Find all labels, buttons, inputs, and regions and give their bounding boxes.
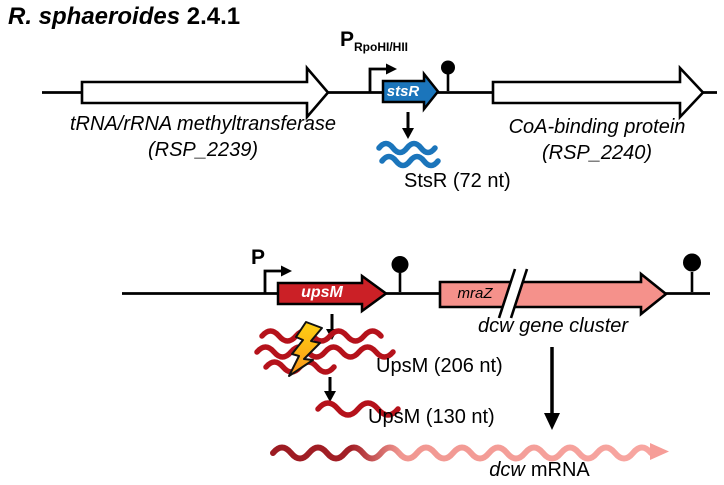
promoter-upsm-label: P [251, 246, 266, 269]
promoter-icon [263, 265, 292, 293]
promoter-subscript: RpoHI/HII [354, 40, 409, 54]
transcription-arrow-icon [402, 112, 414, 139]
figure-title: R. sphaeroides 2.4.1 [8, 3, 240, 31]
organism-name: R. sphaeroides [8, 3, 181, 30]
srna-gene-arrow-stsr [381, 70, 440, 113]
processing-arrow-icon [324, 377, 336, 402]
upsm-processed-transcript-label: UpsM (130 nt) [368, 406, 495, 428]
top-locus-diagram [42, 60, 717, 169]
mraz-gene-name: mraZ [457, 285, 493, 302]
right-gene-label: CoA-binding protein (RSP_2240) [432, 114, 724, 166]
cleavage-lightning-icon [288, 321, 323, 377]
srna-gene-arrow-upsm [276, 273, 389, 314]
dcw-cluster-label: dcw gene cluster [477, 315, 629, 337]
locus-tag: (RSP_2239) [147, 139, 259, 161]
gene-arrow-dcw-cluster [438, 271, 669, 317]
promoter-symbol: P [340, 28, 355, 51]
upsm-processed-wave-icon [315, 400, 401, 418]
stsr-transcript-wave-icon [376, 140, 441, 169]
upsm-transcript-wave-icon [254, 328, 396, 375]
stsr-gene-name: stsR [386, 83, 420, 100]
promoter-rpoh-label: PRpoHI/HII [340, 28, 408, 54]
mrna-synthesis-arrow-icon [544, 347, 560, 430]
upsm-gene-name: upsM [301, 284, 343, 301]
upsm-full-transcript-label: UpsM (206 nt) [376, 355, 503, 377]
strain-name: 2.4.1 [186, 3, 241, 30]
promoter-icon [368, 63, 397, 92]
mrna-label-rest: mRNA [530, 459, 590, 481]
terminator-icon [683, 253, 701, 292]
left-gene-label: tRNA/rRNA methyltransferase (RSP_2239) [38, 111, 368, 163]
gene-arrow-methyltransferase [80, 64, 330, 121]
stsr-transcript-label: StsR (72 nt) [404, 170, 511, 192]
gene-name: CoA-binding protein [508, 116, 686, 138]
mrna-label-italic: dcw [489, 459, 525, 481]
terminator-icon [391, 256, 409, 292]
locus-tag: (RSP_2240) [541, 142, 653, 164]
gene-name: tRNA/rRNA methyltransferase [70, 113, 336, 135]
dcw-mrna-wave-icon [270, 443, 669, 462]
gene-arrow-coa-binding [491, 64, 705, 121]
gene-break-icon [497, 268, 529, 319]
terminator-icon [441, 60, 455, 91]
bottom-locus-diagram [122, 253, 710, 462]
